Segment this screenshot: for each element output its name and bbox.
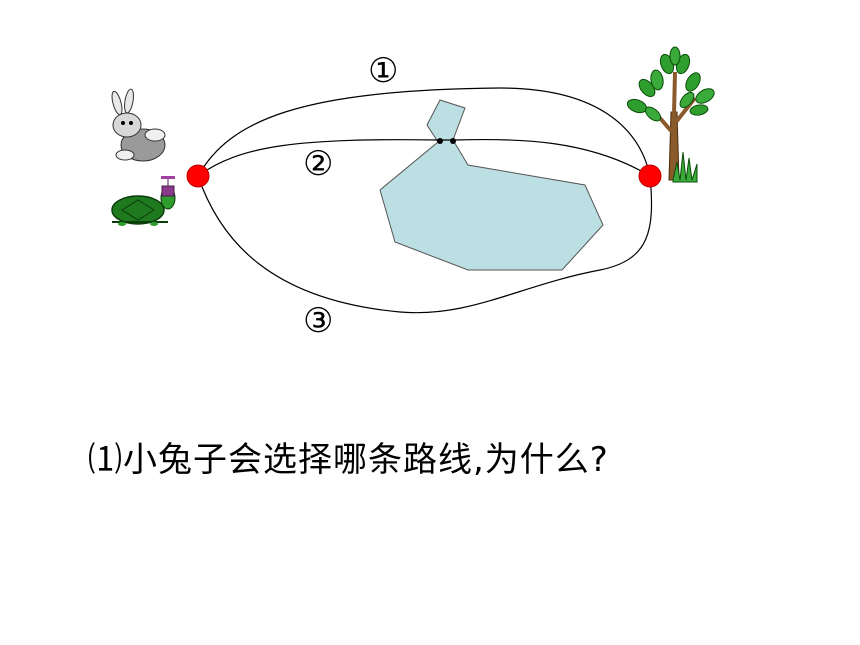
turtle-icon [111, 176, 176, 226]
route-2-label: ② [303, 144, 333, 184]
route-3-label: ③ [303, 301, 333, 341]
bridge-dot-right [450, 138, 456, 144]
bridge-dot-left [437, 138, 443, 144]
start-point [186, 164, 210, 188]
route-1-label: ① [368, 51, 398, 91]
end-point [638, 164, 662, 188]
route-1-path [197, 87, 651, 177]
rabbit-icon [111, 88, 166, 162]
lake [379, 99, 604, 271]
question-text: ⑴小兔子会选择哪条路线,为什么? [88, 440, 609, 480]
tree-icon [626, 46, 715, 183]
route-3-path [197, 175, 653, 314]
